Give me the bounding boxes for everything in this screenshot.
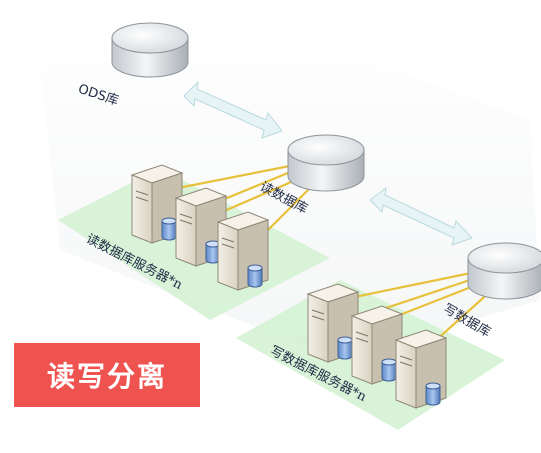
- read-write-separation-badge: 读写分离: [14, 343, 200, 407]
- write-connectors: [339, 270, 493, 343]
- write-server-icon: [350, 305, 404, 385]
- ods-database-icon: [111, 22, 189, 78]
- sync-arrow-read-write: [369, 186, 473, 246]
- sync-arrow-ods-read: [183, 80, 283, 139]
- badge-label: 读写分离: [46, 360, 167, 393]
- write-database-icon: [467, 242, 541, 300]
- read-server-icon: [130, 164, 184, 244]
- read-server-icon: [216, 211, 270, 291]
- write-server-icon: [394, 329, 448, 409]
- write-server-icon: [306, 283, 360, 363]
- read-database-icon: [287, 134, 365, 192]
- read-server-icon: [174, 187, 228, 267]
